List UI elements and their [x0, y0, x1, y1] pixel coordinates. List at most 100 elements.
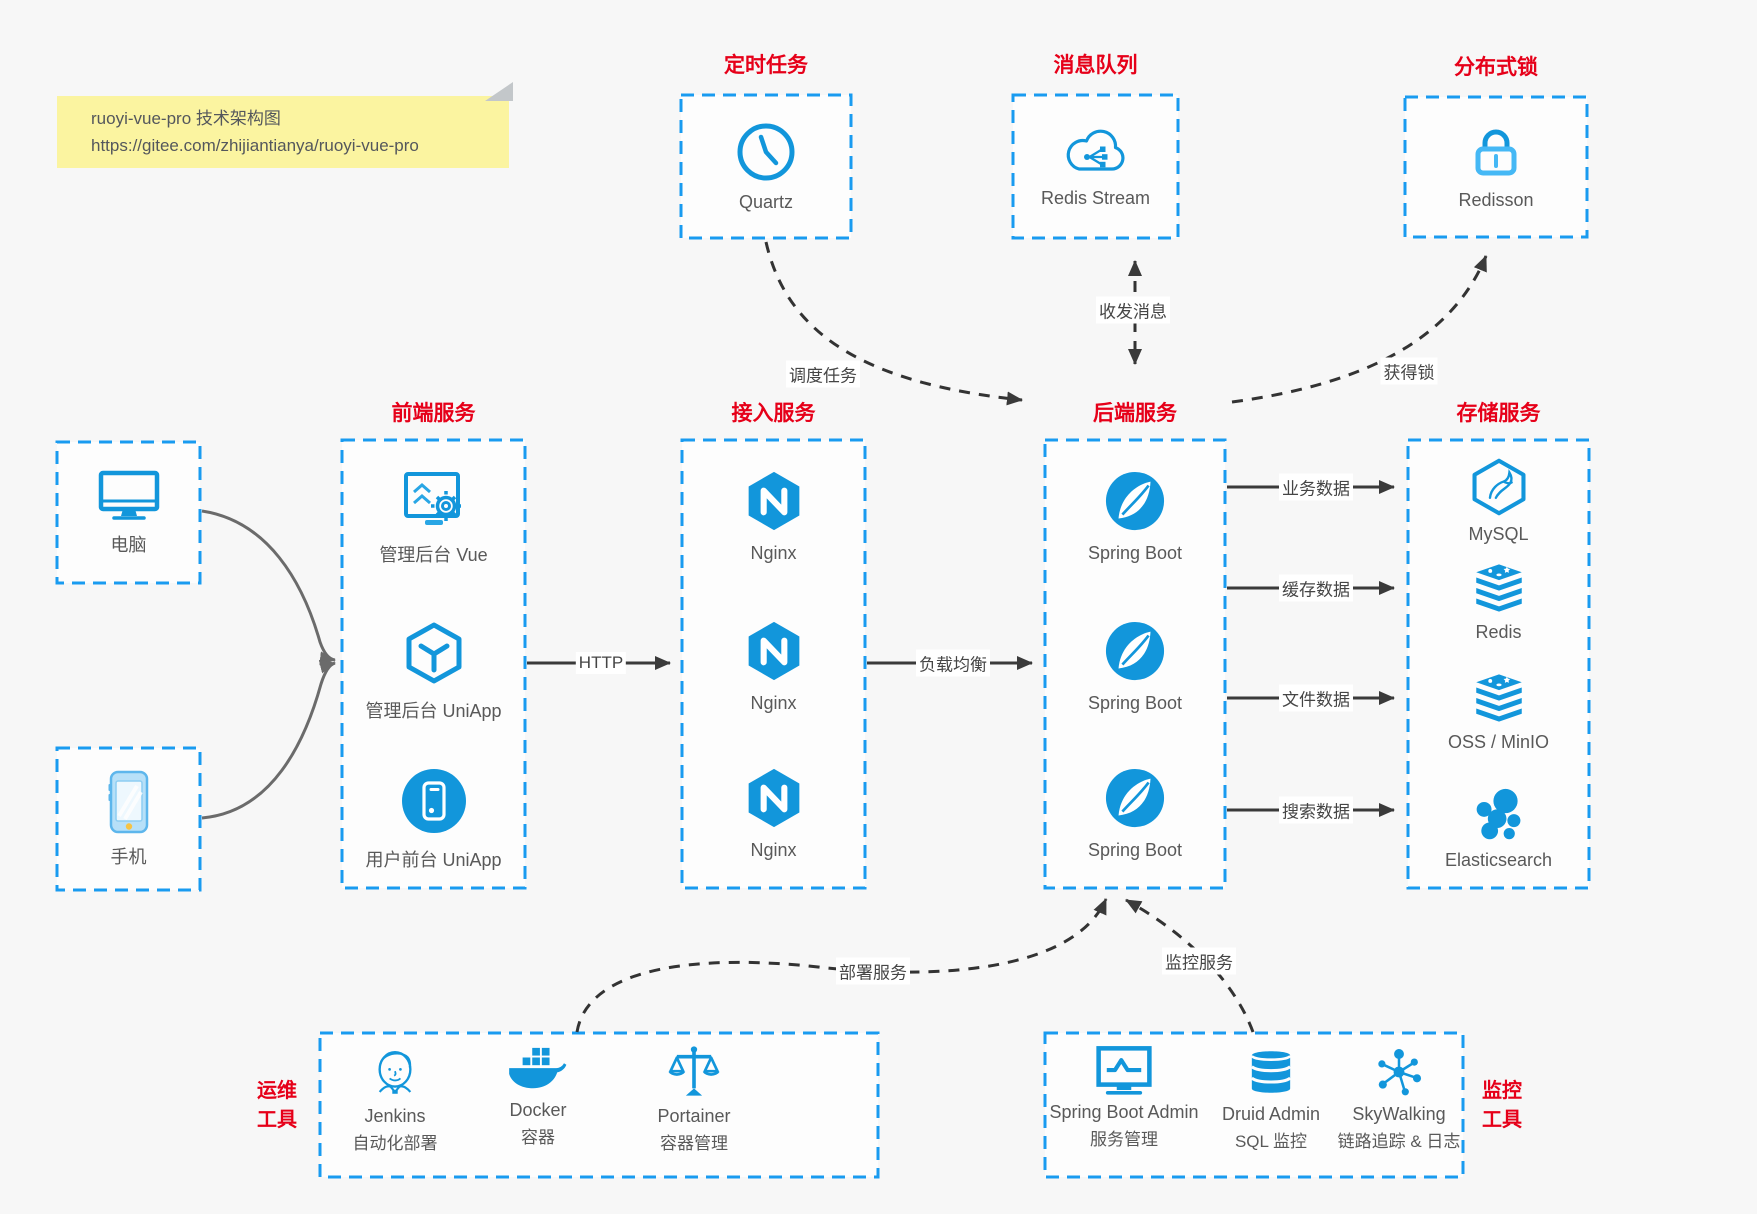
deploy-service-label: 部署服务 [836, 957, 910, 985]
monitoring-item-name: SkyWalking [1352, 1104, 1446, 1124]
lock-icon [1467, 123, 1525, 181]
ops-tools-group: Jenkins 自动化部署 Docker 容器 [320, 1033, 878, 1177]
deploy-service-arrow [575, 898, 1108, 1033]
ops-tools-box [318, 1031, 880, 1179]
lock-item: Redisson [1405, 97, 1587, 237]
backend-item-spring: Spring Boot [1045, 470, 1225, 564]
mq-item: Redis Stream [1013, 95, 1178, 238]
scheduler-title: 定时任务 [724, 54, 808, 77]
file-data-label: 文件数据 [1279, 684, 1353, 712]
spring-leaf-icon [1104, 470, 1166, 532]
acquire-lock-label: 获得锁 [1380, 357, 1438, 385]
mq-title: 消息队列 [1053, 54, 1138, 77]
uniapp-cube-icon [401, 620, 467, 686]
backend-title: 后端服务 [1093, 402, 1177, 425]
monitoring-item-druid: Druid Admin SQL 监控 [1197, 1045, 1345, 1153]
desktop-icon [98, 468, 160, 522]
mq-box [1011, 93, 1180, 240]
scheduler-item: Quartz [681, 95, 851, 238]
mobile-to-frontend-arrow [201, 659, 336, 820]
frontend-item-vue: 管理后台 Vue [342, 470, 525, 567]
smartphone-icon [106, 770, 152, 834]
send-receive-message-label: 收发消息 [1096, 296, 1170, 324]
frontend-item-uniapp-admin: 管理后台 UniApp [342, 620, 525, 723]
admin-monitor-gear-icon [401, 470, 467, 530]
monitoring-item-name: Spring Boot Admin [1049, 1102, 1199, 1122]
note-fold-corner-icon [485, 82, 513, 101]
lock-title: 分布式锁 [1454, 56, 1538, 79]
scales-icon [667, 1045, 721, 1101]
sticky-note: ruoyi-vue-pro 技术架构图 https://gitee.com/zh… [57, 82, 513, 168]
monitoring-item-sba: Spring Boot Admin 服务管理 [1045, 1045, 1203, 1151]
redis-stack-icon [1471, 562, 1527, 614]
monitoring-item-desc: 服务管理 [1090, 1130, 1158, 1149]
monitoring-item-desc: SQL 监控 [1234, 1132, 1308, 1151]
frontend-item-label: 管理后台 UniApp [365, 701, 502, 721]
note-url: https://gitee.com/zhijiantianya/ruoyi-vu… [91, 136, 419, 155]
gateway-item-label: Nginx [750, 693, 797, 713]
docker-whale-icon [507, 1045, 569, 1095]
frontend-item-uniapp-user: 用户前台 UniApp [342, 767, 525, 872]
frontend-item-label: 用户前台 UniApp [365, 850, 502, 870]
monitoring-item-desc: 链路追踪 & 日志 [1337, 1132, 1461, 1151]
backend-column: Spring Boot Spring Boot Spring Boot [1045, 440, 1225, 888]
frontend-column: 管理后台 Vue 管理后台 UniApp 用户前台 UniApp [342, 440, 525, 888]
monitoring-tools-title: 监控 工具 [1482, 1080, 1522, 1131]
ops-item-portainer: Portainer 容器管理 [615, 1045, 773, 1155]
gateway-item-label: Nginx [750, 840, 797, 860]
ops-tools-title: 运维 工具 [257, 1080, 297, 1131]
gateway-title: 接入服务 [731, 402, 816, 425]
load-balance-label: 负载均衡 [916, 649, 990, 677]
frontend-item-label: 管理后台 Vue [379, 545, 488, 565]
ops-item-jenkins: Jenkins 自动化部署 [320, 1045, 470, 1155]
backend-item-spring: Spring Boot [1045, 620, 1225, 714]
spring-leaf-icon [1104, 620, 1166, 682]
scheduler-box [679, 93, 853, 240]
monitoring-item-name: Druid Admin [1221, 1104, 1321, 1124]
client-mobile-label: 手机 [110, 846, 147, 867]
ops-item-name: Docker [509, 1100, 567, 1120]
gateway-item-nginx: Nginx [682, 767, 865, 861]
gateway-column: Nginx Nginx Nginx [682, 440, 865, 888]
ops-item-desc: 自动化部署 [352, 1134, 438, 1153]
elasticsearch-cluster-icon [1471, 788, 1527, 842]
acquire-lock-arrow [1231, 255, 1488, 404]
database-icon [1246, 1045, 1296, 1099]
ops-item-name: Portainer [657, 1106, 731, 1126]
monitor-service-label: 监控服务 [1162, 947, 1236, 975]
monitoring-tools-group: Spring Boot Admin 服务管理 Druid Admin SQL 监… [1045, 1033, 1463, 1177]
nginx-icon [745, 767, 803, 829]
backend-item-label: Spring Boot [1087, 543, 1183, 563]
ops-item-desc: 容器 [521, 1128, 555, 1147]
oss-stack-icon [1471, 672, 1527, 724]
schedule-task-arrow [764, 241, 1023, 406]
storage-item-label: Elasticsearch [1444, 850, 1553, 870]
cache-data-label: 缓存数据 [1279, 574, 1353, 602]
monitor-chart-icon [1095, 1045, 1153, 1097]
ops-item-docker: Docker 容器 [463, 1045, 613, 1149]
mq-item-label: Redis Stream [1040, 187, 1151, 208]
gateway-item-nginx: Nginx [682, 470, 865, 564]
nginx-icon [745, 620, 803, 682]
storage-column: MySQL Redis [1408, 440, 1589, 888]
storage-item-label: OSS / MinIO [1447, 732, 1550, 752]
cloud-share-icon [1061, 125, 1131, 179]
user-app-circle-icon [400, 767, 468, 835]
spring-leaf-icon [1104, 767, 1166, 829]
backend-item-spring: Spring Boot [1045, 767, 1225, 861]
gateway-item-label: Nginx [750, 543, 797, 563]
backend-item-label: Spring Boot [1087, 693, 1183, 713]
mysql-dolphin-icon [1470, 458, 1528, 516]
storage-item-label: MySQL [1468, 524, 1529, 544]
storage-title: 存储服务 [1456, 402, 1541, 425]
gateway-item-nginx: Nginx [682, 620, 865, 714]
jenkins-butler-icon [369, 1045, 421, 1101]
ops-item-name: Jenkins [364, 1106, 426, 1126]
client-mobile: 手机 [57, 748, 200, 890]
backend-item-label: Spring Boot [1087, 840, 1183, 860]
clock-icon [735, 121, 797, 183]
storage-item-redis: Redis [1408, 562, 1589, 643]
note-title: ruoyi-vue-pro 技术架构图 [91, 109, 281, 128]
storage-item-elasticsearch: Elasticsearch [1408, 788, 1589, 871]
